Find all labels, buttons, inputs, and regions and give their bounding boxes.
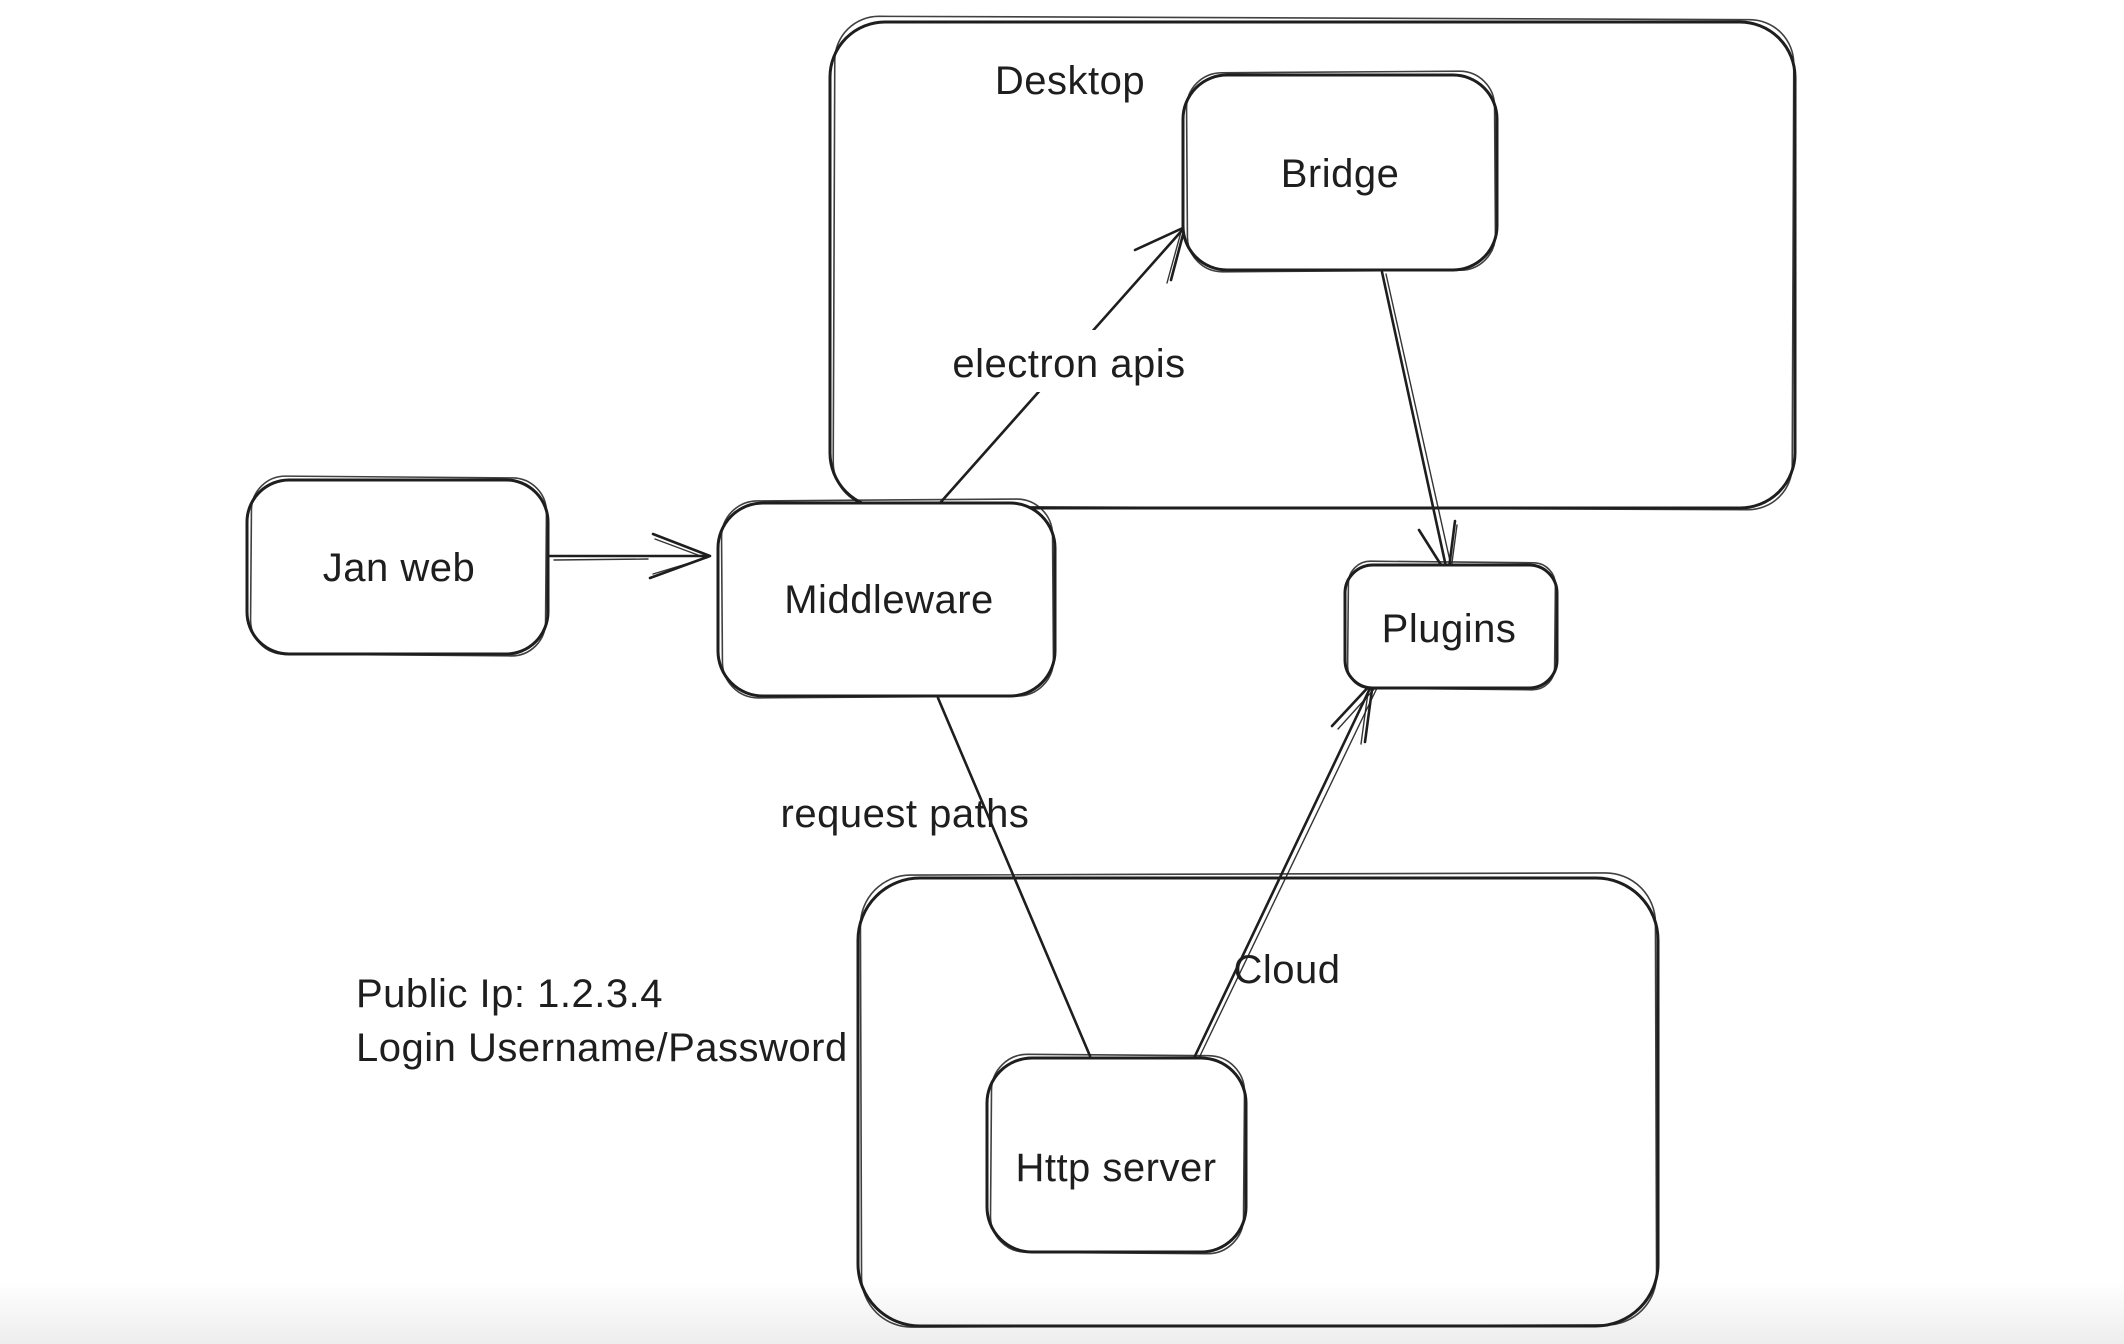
bridge-label: Bridge: [1281, 152, 1400, 196]
jan-web-label: Jan web: [323, 546, 475, 590]
annotation-public-ip: Public Ip: 1.2.3.4: [356, 972, 663, 1016]
edge-label-request-paths: request paths: [781, 792, 1030, 836]
edge-httpserver-plugins: [1193, 680, 1378, 1059]
desktop-container: [828, 15, 1797, 511]
middleware-label: Middleware: [784, 578, 994, 622]
http-server-node: [985, 1053, 1248, 1255]
middleware-node: [716, 498, 1057, 699]
bridge-node: [1181, 70, 1499, 273]
edge-bridge-plugins: [1380, 270, 1458, 578]
cloud-container: [856, 872, 1660, 1328]
plugins-node: [1343, 560, 1559, 691]
svg-text:electron apis: electron apis: [952, 342, 1185, 386]
annotation-block: Public Ip: 1.2.3.4 Login Username/Passwo…: [356, 972, 848, 1070]
desktop-container-label: Desktop: [995, 59, 1145, 103]
annotation-login: Login Username/Password: [356, 1026, 848, 1070]
edge-middleware-httpserver: [936, 696, 1092, 1058]
jan-web-node: [245, 475, 550, 657]
edge-janweb-middleware: [548, 532, 712, 580]
http-server-label: Http server: [1015, 1146, 1216, 1190]
plugins-label: Plugins: [1382, 607, 1517, 651]
cloud-container-label: Cloud: [1233, 948, 1340, 992]
edge-label-electron-apis: electron apis: [942, 330, 1198, 392]
